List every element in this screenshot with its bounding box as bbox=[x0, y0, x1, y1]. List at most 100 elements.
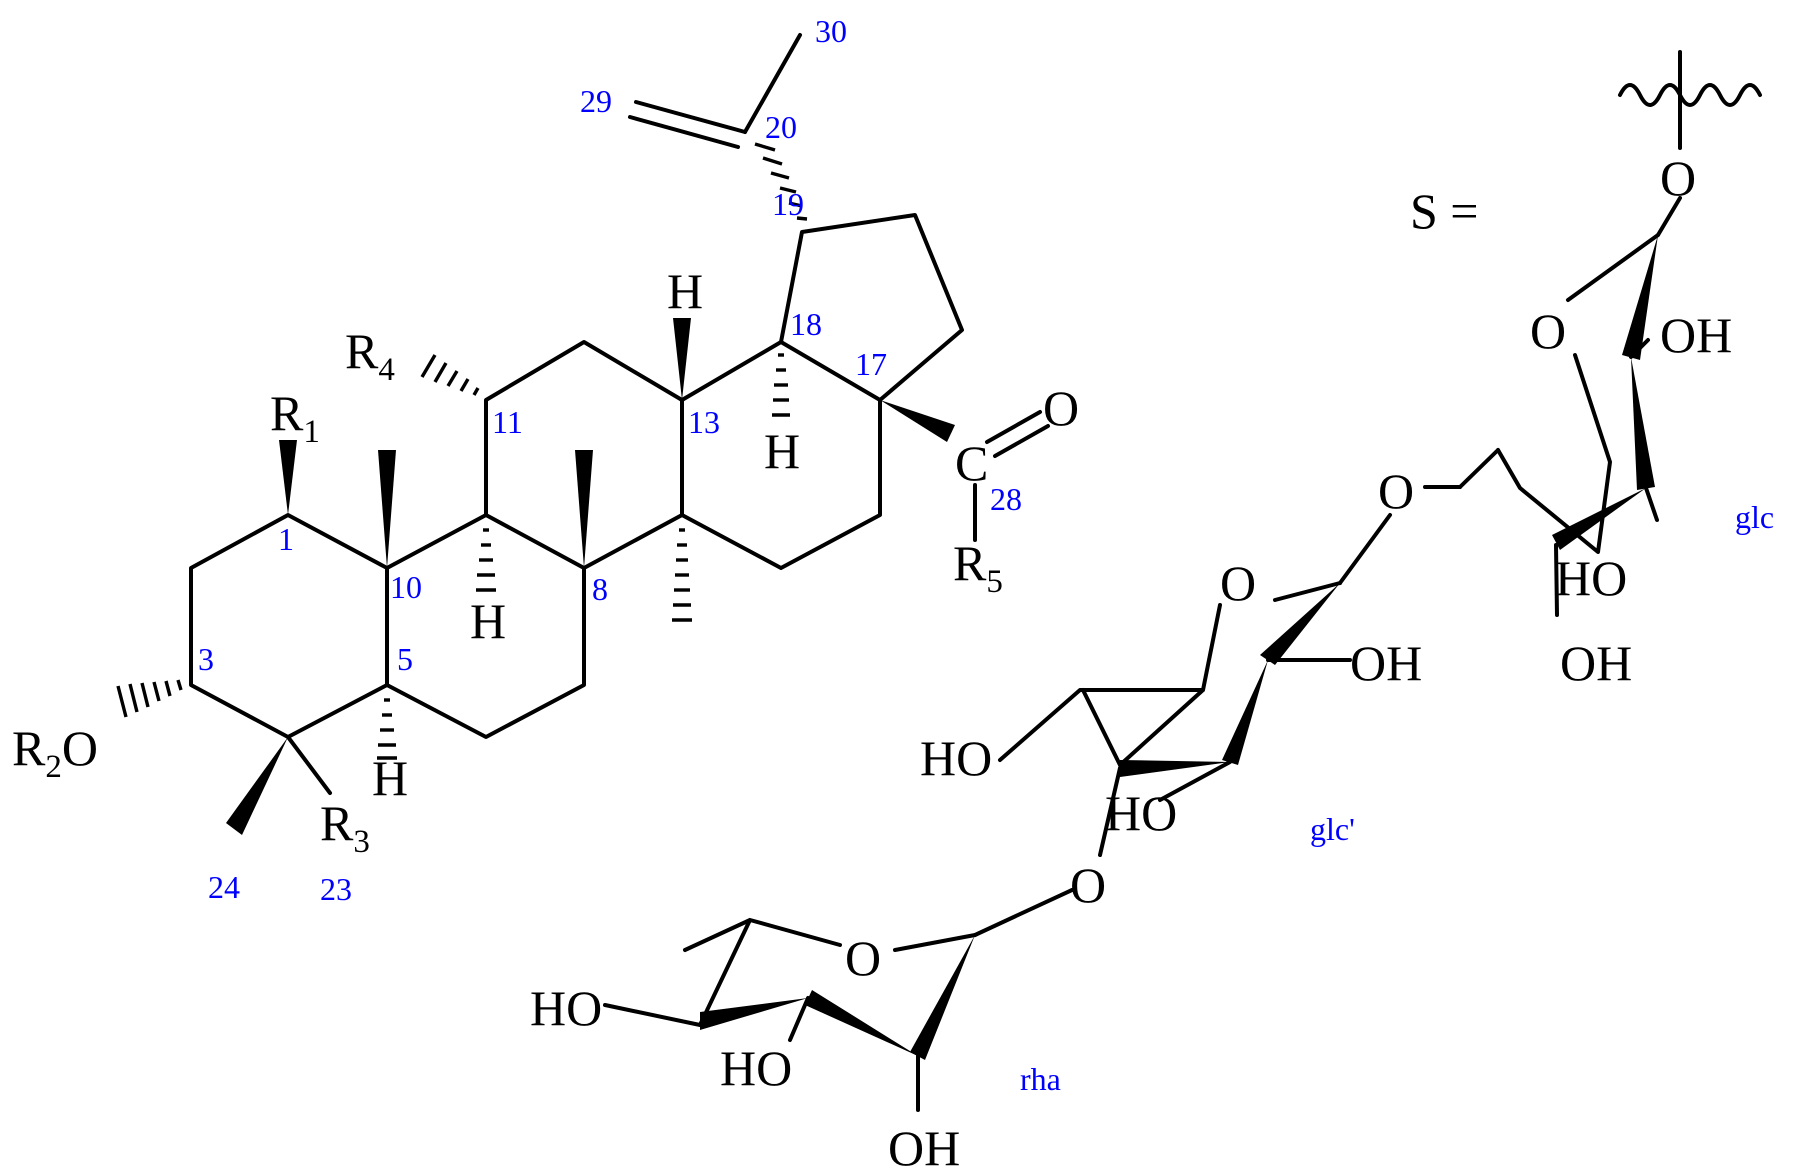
triterpene-skeleton bbox=[189, 33, 1050, 795]
rha-front-wedge-2 bbox=[805, 990, 918, 1056]
label-h13: H bbox=[667, 263, 703, 319]
glc-oh-3: HO bbox=[1555, 550, 1627, 606]
num-c30: 30 bbox=[815, 13, 847, 49]
attachment-wavy-line bbox=[1618, 83, 1762, 107]
glcp-label: glc' bbox=[1310, 811, 1355, 847]
num-c28: 28 bbox=[990, 481, 1022, 517]
glcp-oh-2: OH bbox=[1350, 635, 1422, 691]
glcp-front-wedge-1 bbox=[1260, 583, 1340, 665]
rha-c3-oh bbox=[788, 996, 810, 1042]
glycosidic-o-2: O bbox=[1378, 463, 1414, 519]
glc-ring-back bbox=[1496, 233, 1660, 554]
num-c1: 1 bbox=[278, 521, 294, 557]
glcp-oh-6: HO bbox=[920, 730, 992, 786]
rha-unit: O HO HO OH rha bbox=[530, 888, 1074, 1172]
hash-c9-h bbox=[476, 528, 496, 592]
label-r3: R3 bbox=[320, 795, 370, 860]
wedge-c13-h bbox=[673, 318, 691, 400]
wedge-c1-r1 bbox=[279, 440, 297, 515]
wedge-c10-me bbox=[378, 450, 396, 568]
glycosidic-o-1: O bbox=[1660, 150, 1696, 206]
bond-c20-c29-a bbox=[634, 100, 747, 134]
num-c10: 10 bbox=[390, 569, 422, 605]
glcp-front-wedge-3 bbox=[1120, 760, 1230, 777]
rha-ring-o: O bbox=[845, 930, 881, 986]
sugar-definition-label: S = bbox=[1410, 183, 1479, 239]
bond-c20-c29-b bbox=[628, 115, 740, 149]
rha-to-o3 bbox=[973, 888, 1074, 937]
rha-label: rha bbox=[1020, 1061, 1061, 1097]
glcp-ring-o: O bbox=[1220, 555, 1256, 611]
glc-c3-oh bbox=[1644, 486, 1659, 522]
hash-c19-c20 bbox=[754, 142, 808, 221]
glc-front-wedge-2 bbox=[1631, 357, 1655, 490]
glc-ring-o: O bbox=[1530, 303, 1566, 359]
rha-front-wedge-1 bbox=[910, 935, 975, 1060]
glcp-oh-3: HO bbox=[1105, 785, 1177, 841]
glc-anomeric-bond bbox=[1656, 196, 1682, 237]
ring-d bbox=[680, 340, 882, 570]
num-c13: 13 bbox=[688, 404, 720, 440]
stereo-hashes bbox=[116, 142, 808, 760]
num-c17: 17 bbox=[855, 346, 887, 382]
label-r2o: R2O bbox=[12, 720, 98, 785]
glcp-front-wedge-2 bbox=[1222, 660, 1268, 765]
glcp-c4-o bbox=[1098, 766, 1122, 857]
bond-c4-r3 bbox=[286, 735, 332, 795]
glycosidic-o-3: O bbox=[1070, 857, 1106, 913]
num-c11: 11 bbox=[492, 404, 523, 440]
glc-front-wedge-1 bbox=[1622, 235, 1658, 360]
hash-c18-h bbox=[772, 353, 790, 417]
glc-unit: O OH HO OH glc bbox=[1423, 196, 1774, 691]
wedge-c8-me bbox=[575, 450, 593, 568]
label-h18: H bbox=[764, 423, 800, 479]
label-r4: R4 bbox=[345, 323, 395, 388]
bond-c20-c30 bbox=[743, 33, 802, 134]
glc-oh-4: OH bbox=[1560, 635, 1632, 691]
label-h9: H bbox=[470, 593, 506, 649]
glc-prime-unit: O OH HO HO glc' bbox=[920, 513, 1422, 857]
sugar-chain: S = O OH HO OH glc O O bbox=[530, 50, 1774, 1172]
glcp-to-o2 bbox=[1338, 513, 1392, 585]
carbon-numbering: 1 3 5 8 10 11 13 17 18 19 20 23 24 28 29… bbox=[198, 13, 1022, 907]
num-c8: 8 bbox=[592, 571, 608, 607]
glc-front-wedge-3 bbox=[1552, 488, 1646, 550]
num-c3: 3 bbox=[198, 641, 214, 677]
label-h5: H bbox=[372, 750, 408, 806]
bond-c28-o-b bbox=[993, 424, 1050, 458]
rha-front-wedge-3 bbox=[700, 998, 808, 1030]
hash-c3-or2 bbox=[116, 679, 183, 718]
num-c20: 20 bbox=[765, 109, 797, 145]
ring-e bbox=[779, 213, 964, 402]
num-c18: 18 bbox=[790, 306, 822, 342]
glc-c6-o bbox=[1458, 448, 1500, 489]
rha-oh-3: HO bbox=[720, 1040, 792, 1096]
stereo-wedges bbox=[226, 318, 955, 835]
num-c5: 5 bbox=[397, 641, 413, 677]
glc-label: glc bbox=[1735, 499, 1774, 535]
num-c29: 29 bbox=[580, 83, 612, 119]
ring-b bbox=[385, 513, 586, 739]
skeleton-atom-labels: R1 R2O R3 R4 R5 C O H H H H bbox=[12, 263, 1079, 860]
hash-c11-r4 bbox=[420, 354, 480, 396]
rha-oh-2: OH bbox=[888, 1120, 960, 1172]
rha-oh-4: HO bbox=[530, 980, 602, 1036]
wedge-c17-c28 bbox=[880, 400, 955, 442]
num-c19: 19 bbox=[772, 186, 804, 222]
glc-c2-oh bbox=[1629, 338, 1650, 359]
bond-c28-o-a bbox=[985, 410, 1042, 444]
label-r1: R1 bbox=[270, 385, 320, 450]
hash-c14-me bbox=[672, 528, 692, 622]
label-carbonyl-o: O bbox=[1043, 380, 1079, 436]
glcp-c3-oh bbox=[1158, 760, 1232, 802]
rha-ring-back bbox=[603, 918, 977, 1027]
wedge-c4-me24 bbox=[226, 737, 288, 835]
glcp-ring-back bbox=[998, 581, 1342, 767]
label-r5: R5 bbox=[953, 535, 1003, 600]
num-c24: 24 bbox=[208, 869, 240, 905]
num-c23: 23 bbox=[320, 871, 352, 907]
ring-c bbox=[484, 340, 684, 570]
label-c28: C bbox=[955, 435, 988, 491]
glc-oh-2: OH bbox=[1660, 307, 1732, 363]
